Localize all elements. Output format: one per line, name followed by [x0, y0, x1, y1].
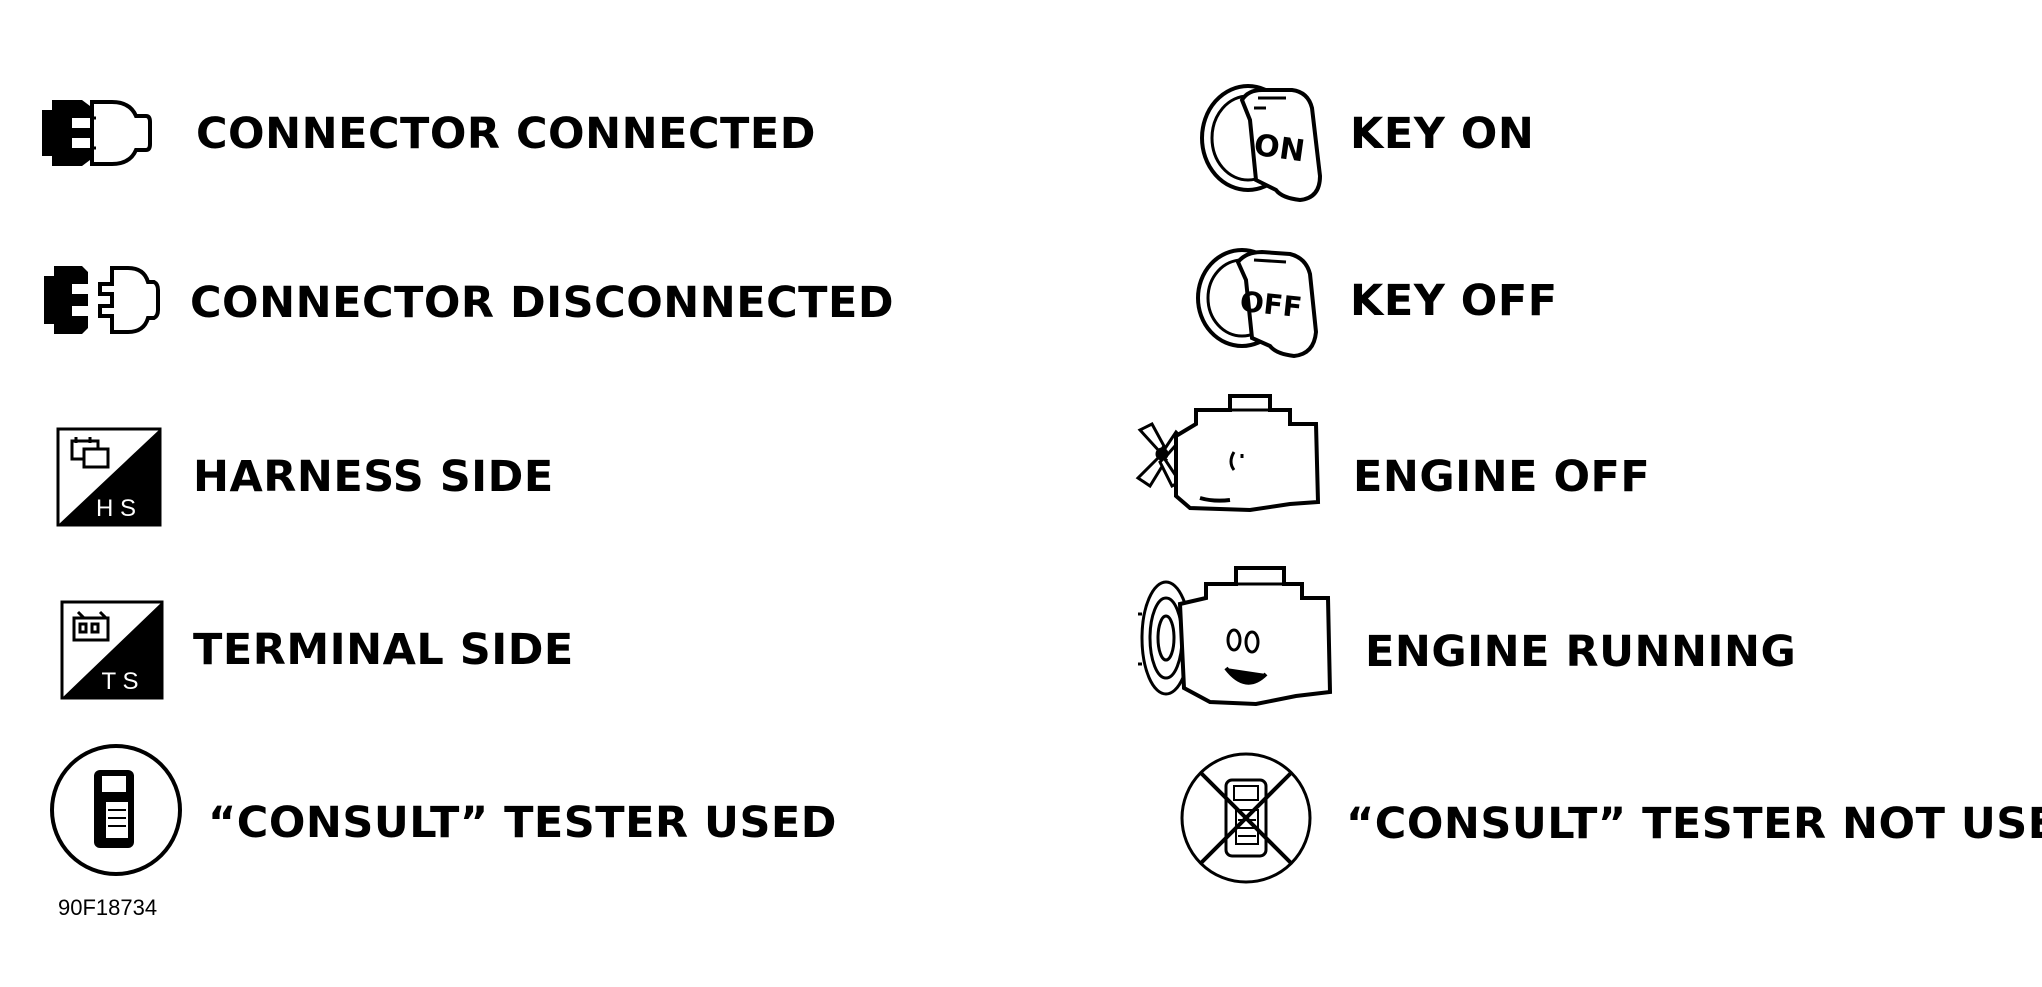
figure-id: 90F18734	[58, 895, 158, 920]
key-off-label: KEY OFF	[1350, 276, 1558, 326]
connector-connected-icon	[34, 92, 159, 174]
consult-tester-not-used-label: “CONSULT” TESTER NOT USED	[1346, 799, 2042, 849]
key-on-label: KEY ON	[1350, 109, 1535, 159]
connector-disconnected-label: CONNECTOR DISCONNECTED	[190, 278, 895, 328]
consult-tester-label: “CONSULT” TESTER USED	[208, 798, 838, 848]
connector-disconnected-icon	[38, 258, 163, 342]
engine-running-label: ENGINE RUNNING	[1365, 627, 1797, 677]
consult-tester-icon	[48, 742, 184, 878]
harness-side-badge: H S	[96, 495, 136, 522]
consult-tester-not-used-icon	[1178, 750, 1314, 886]
terminal-side-icon: T S	[60, 600, 164, 700]
key-off-icon: OFF	[1192, 244, 1324, 360]
key-on-icon: ON	[1196, 80, 1328, 206]
key-off-text: OFF	[1238, 285, 1303, 324]
terminal-side-label: TERMINAL SIDE	[193, 625, 574, 675]
engine-running-icon	[1136, 564, 1336, 712]
key-on-text: ON	[1252, 128, 1307, 170]
engine-off-icon	[1130, 390, 1326, 522]
harness-side-icon: H S	[56, 427, 162, 527]
engine-off-label: ENGINE OFF	[1353, 452, 1651, 502]
terminal-side-badge: T S	[102, 668, 139, 695]
harness-side-label: HARNESS SIDE	[193, 452, 554, 502]
connector-connected-label: CONNECTOR CONNECTED	[196, 109, 816, 159]
